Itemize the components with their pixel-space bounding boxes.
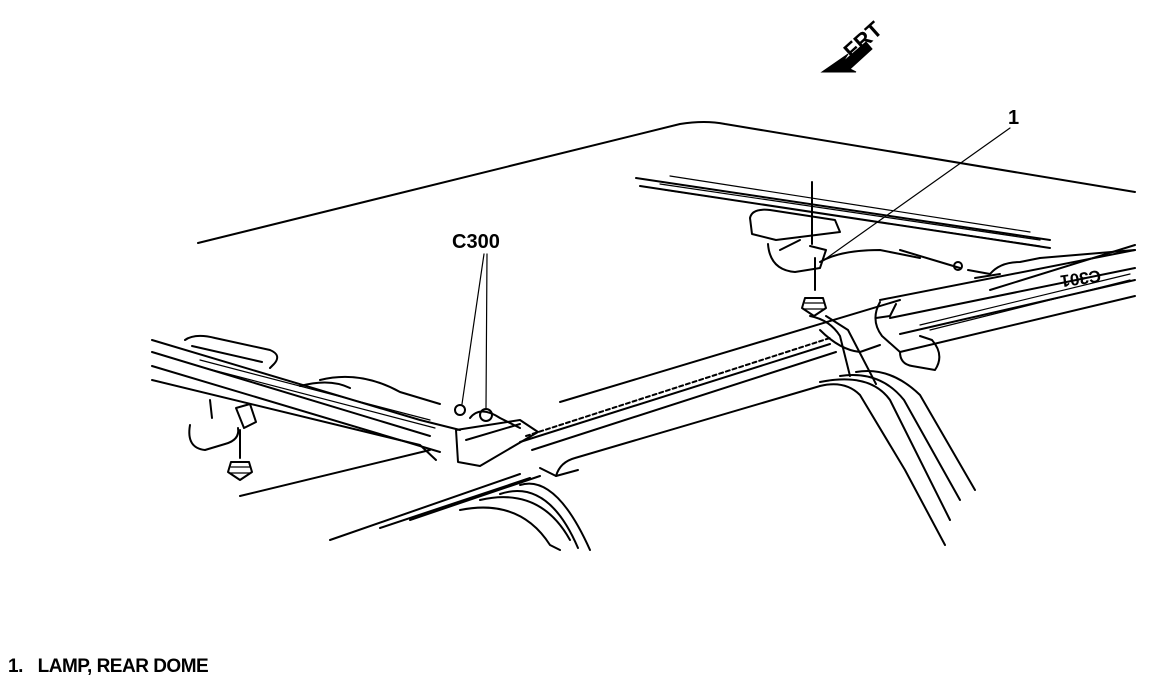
left-roof-rail: [151, 334, 461, 481]
connector-c301-label: C301: [1059, 266, 1102, 290]
right-roof-rail: [874, 249, 1136, 371]
connector-c300: [454, 404, 539, 467]
rear-dome-lamp: [635, 175, 1051, 317]
callout-1-label: 1: [1008, 107, 1019, 129]
roof-panel: [197, 121, 1136, 497]
door-frames: [329, 315, 976, 551]
legend-item-number: 1.: [8, 656, 23, 677]
legend-item-text: LAMP, REAR DOME: [37, 656, 209, 677]
center-harness: [519, 329, 881, 451]
callout-c300-label: C300: [452, 231, 500, 253]
front-direction-arrow: FRT: [820, 16, 888, 73]
callout-1: 1: [823, 107, 1019, 261]
callout-c300: C300: [452, 231, 500, 409]
legend: 1. LAMP, REAR DOME: [8, 656, 209, 678]
